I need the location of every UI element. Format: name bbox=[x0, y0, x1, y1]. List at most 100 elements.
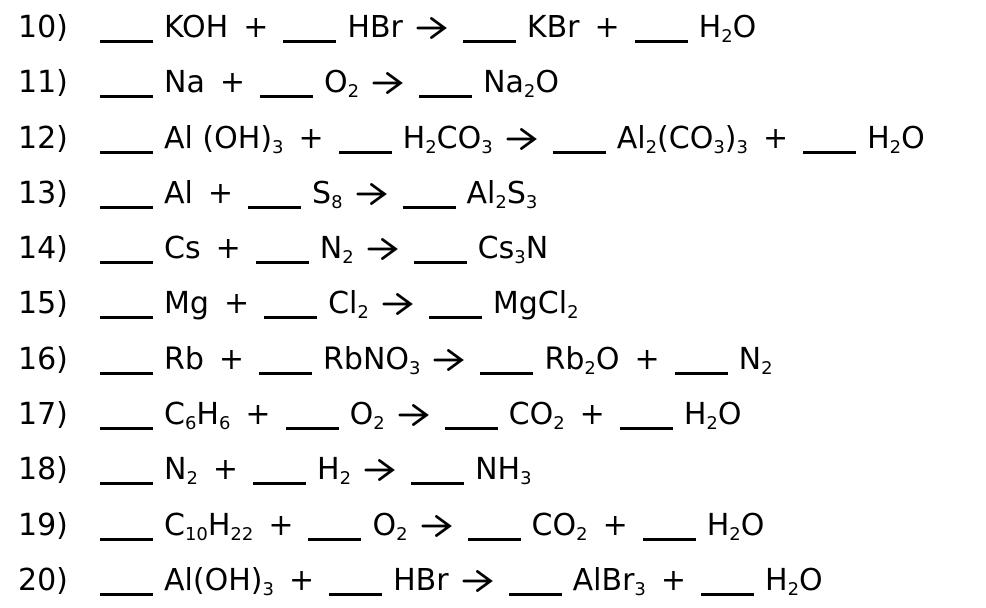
problem-number: 13) bbox=[18, 175, 68, 211]
formula-subscript: 2 bbox=[567, 302, 579, 324]
plus-operator: + bbox=[219, 65, 245, 101]
coefficient-blank bbox=[402, 205, 456, 209]
formula-subscript: 2 bbox=[342, 247, 354, 269]
formula-subscript: 3 bbox=[634, 578, 646, 600]
formula-subscript: 2 bbox=[357, 302, 369, 324]
chemical-formula: Cs bbox=[164, 231, 201, 267]
chemical-formula: Rb bbox=[164, 341, 204, 377]
chemical-formula: N2 bbox=[319, 231, 354, 269]
coefficient-blank bbox=[264, 316, 318, 320]
formula-subscript: 2 bbox=[706, 413, 718, 435]
chemical-formula: KOH bbox=[164, 10, 229, 46]
formula-subscript: 6 bbox=[218, 413, 231, 435]
coefficient-blank bbox=[308, 537, 362, 541]
formula-subscript: 2 bbox=[761, 357, 773, 379]
chemical-formula: Na bbox=[164, 65, 205, 101]
chemical-formula: NH3 bbox=[475, 452, 532, 490]
reaction-arrow-icon bbox=[372, 68, 406, 103]
chemical-formula: Al(OH)3 bbox=[164, 562, 274, 600]
formula-subscript: 2 bbox=[425, 136, 437, 158]
chemical-formula: O2 bbox=[323, 65, 360, 103]
chemical-formula: HBr bbox=[393, 562, 449, 598]
coefficient-blank bbox=[100, 482, 153, 486]
plus-operator: + bbox=[660, 562, 686, 598]
chemical-formula: O2 bbox=[349, 396, 385, 435]
coefficient-blank bbox=[100, 40, 153, 44]
chemical-formula: H2O bbox=[706, 507, 765, 545]
formula-subscript: 3 bbox=[262, 578, 274, 600]
plus-operator: + bbox=[212, 452, 239, 488]
chemical-formula: Al2S3 bbox=[466, 175, 538, 213]
coefficient-blank bbox=[259, 371, 313, 375]
reaction-arrow-icon bbox=[433, 345, 467, 380]
formula-subscript: 2 bbox=[523, 81, 536, 103]
coefficient-blank bbox=[100, 316, 153, 320]
formula-subscript: 2 bbox=[373, 413, 385, 435]
plus-operator: + bbox=[245, 396, 271, 432]
chemical-formula: H2O bbox=[683, 396, 742, 435]
formula-subscript: 3 bbox=[736, 136, 748, 158]
coefficient-blank bbox=[259, 95, 313, 99]
reaction-arrow-icon bbox=[382, 289, 416, 324]
formula-subscript: 2 bbox=[729, 523, 741, 545]
coefficient-blank bbox=[100, 150, 153, 154]
reaction-arrow-icon bbox=[398, 400, 432, 435]
problem-number: 20) bbox=[18, 562, 68, 598]
reaction-arrow-icon bbox=[367, 234, 401, 269]
coefficient-blank bbox=[285, 426, 339, 430]
formula-subscript: 2 bbox=[576, 523, 588, 545]
coefficient-blank bbox=[329, 592, 383, 596]
chemical-formula: Cs3N bbox=[477, 231, 549, 269]
reaction-arrow-icon bbox=[364, 455, 398, 490]
formula-subscript: 3 bbox=[525, 191, 538, 213]
problem-number: 18) bbox=[18, 452, 68, 488]
coefficient-blank bbox=[480, 371, 534, 375]
coefficient-blank bbox=[552, 150, 606, 154]
formula-subscript: 2 bbox=[186, 468, 198, 490]
coefficient-blank bbox=[283, 40, 337, 44]
plus-operator: + bbox=[243, 10, 269, 46]
coefficient-blank bbox=[444, 426, 498, 430]
plus-operator: + bbox=[762, 120, 789, 156]
chemical-formula: S8 bbox=[312, 175, 343, 213]
coefficient-blank bbox=[674, 371, 728, 375]
coefficient-blank bbox=[413, 261, 467, 265]
plus-operator: + bbox=[288, 562, 315, 598]
formula-subscript: 22 bbox=[230, 523, 254, 545]
chemical-formula: KBr bbox=[526, 10, 580, 46]
chemical-formula: H2O bbox=[765, 562, 823, 600]
coefficient-blank bbox=[642, 537, 696, 541]
plus-operator: + bbox=[579, 396, 605, 432]
chemical-formula: Al bbox=[164, 175, 193, 211]
formula-subscript: 2 bbox=[787, 578, 800, 600]
problem-number: 16) bbox=[18, 341, 68, 377]
formula-subscript: 10 bbox=[184, 523, 208, 545]
formula-subscript: 2 bbox=[339, 468, 352, 490]
chemical-formula: N2 bbox=[738, 341, 773, 379]
coefficient-blank bbox=[338, 150, 392, 154]
formula-subscript: 6 bbox=[184, 413, 197, 435]
plus-operator: + bbox=[594, 10, 620, 46]
formula-subscript: 3 bbox=[409, 357, 421, 379]
coefficient-blank bbox=[419, 95, 473, 99]
formula-subscript: 2 bbox=[495, 191, 507, 213]
chemical-formula: N2 bbox=[164, 452, 198, 490]
reaction-arrow-icon bbox=[356, 179, 390, 214]
chemical-formula: Mg bbox=[164, 286, 209, 322]
coefficient-blank bbox=[803, 150, 857, 154]
